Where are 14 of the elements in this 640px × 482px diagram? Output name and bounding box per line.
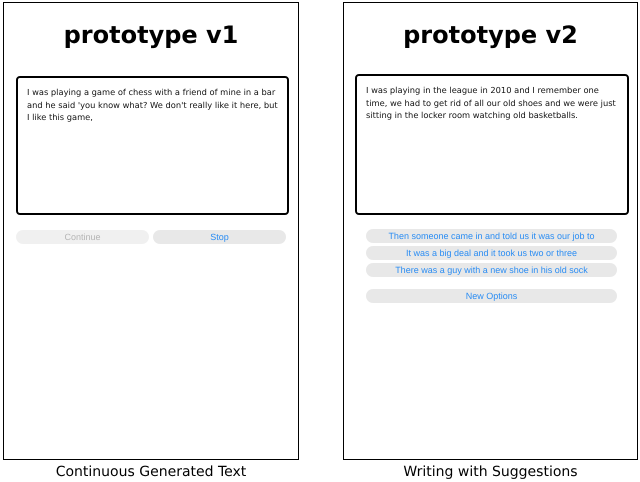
text-area: I was playing in the league in 2010 and I remember one time, we had to get rid of all our old shoes and we were just sitting in the locker room watching old basketballs.: [355, 74, 629, 215]
screen-title: prototype v2: [402, 21, 579, 49]
caption: Writing with Suggestions: [402, 464, 579, 480]
suggestion-button: Then someone came in and told us it was our job to: [366, 229, 617, 243]
suggestion-button: There was a guy with a new shoe in his old sock: [366, 263, 617, 277]
phone-frame: [3, 2, 299, 460]
stop-button: Stop: [153, 230, 286, 244]
caption: Continuous Generated Text: [54, 464, 248, 480]
text-area: I was playing a game of chess with a friend of mine in a bar and he said 'you know what? We don't really like it here, but I like this game,: [16, 76, 289, 215]
phone-frame: [343, 2, 638, 460]
suggestion-button: It was a big deal and it took us two or three: [366, 246, 617, 260]
new-options-button: New Options: [366, 289, 617, 303]
continue-button: Continue: [16, 230, 149, 244]
screen-title: prototype v1: [62, 21, 240, 49]
